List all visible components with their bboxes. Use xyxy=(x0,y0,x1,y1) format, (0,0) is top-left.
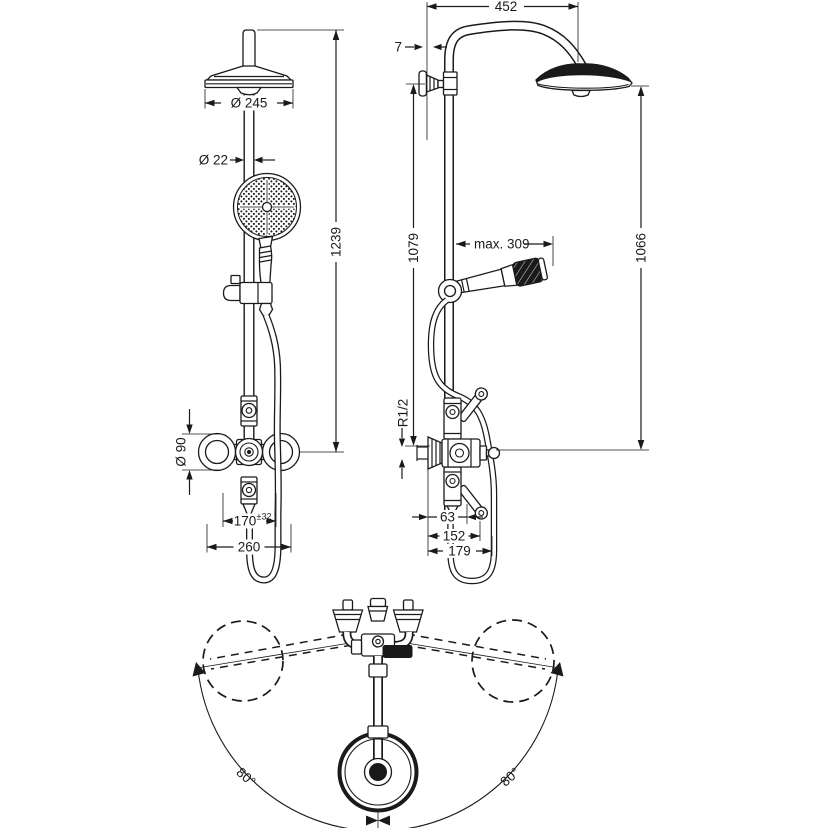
shower-hose-front xyxy=(246,313,282,584)
dim-depth-hose-label: 179 xyxy=(448,544,471,559)
dim-swivel-left-label: 80° xyxy=(233,765,258,790)
dim-connection-thread-label: R1/2 xyxy=(396,399,411,428)
overhead-shower-side xyxy=(535,63,633,98)
dimension-height-to-bracket: 1079 xyxy=(405,83,430,447)
dim-handshower-reach-label: max. 309 xyxy=(474,237,530,252)
dim-head-diameter-label: Ø 245 xyxy=(231,96,268,111)
side-dimensions: 452 7 1079 xyxy=(394,0,649,559)
top-view-swivel: 80° 80° xyxy=(192,597,564,828)
dimension-valve-diameter: Ø 90 xyxy=(174,409,219,495)
dim-depth-outlet-label: 63 xyxy=(440,510,455,525)
swivel-arm-dashed-right xyxy=(403,633,547,670)
dim-height-to-bracket-label: 1079 xyxy=(406,233,421,263)
dimension-pipe-diameter: Ø 22 xyxy=(199,153,275,168)
valve-front xyxy=(197,395,301,521)
dimension-handle-spacing: 170 ±32 xyxy=(222,493,277,529)
dimension-handshower-reach: max. 309 xyxy=(456,236,554,266)
head-position-right-dashed xyxy=(471,619,555,703)
dim-total-height-label: 1239 xyxy=(329,227,344,257)
hand-shower-side xyxy=(437,257,549,304)
front-view: Ø 245 Ø 22 1239 xyxy=(174,29,344,584)
dimension-arm-projection: 452 xyxy=(426,0,579,140)
riser-and-arm-side xyxy=(444,20,587,510)
dim-arm-offset-label: 7 xyxy=(394,40,402,55)
dim-valve-diameter-label: Ø 90 xyxy=(174,437,189,466)
shower-hose-side xyxy=(427,297,498,585)
dimension-depth-outlet: 63 xyxy=(412,463,483,556)
valve-top-view xyxy=(332,597,424,658)
dim-connection-width-label: 260 xyxy=(238,540,261,555)
dim-handle-spacing-label: 170 xyxy=(234,514,257,529)
wall-bracket-upper xyxy=(418,70,458,97)
dimension-head-diameter: Ø 245 xyxy=(204,89,294,111)
dimension-connection-thread: R1/2 xyxy=(396,399,411,479)
overhead-shower-top-view xyxy=(337,656,419,813)
dimension-arm-offset: 7 xyxy=(394,40,447,55)
valve-side xyxy=(416,387,501,520)
dimension-depth-hose: 179 xyxy=(428,536,493,559)
swivel-arm-dashed-left xyxy=(209,633,353,670)
dim-depth-holder-label: 152 xyxy=(443,529,466,544)
head-position-left-dashed xyxy=(202,620,284,702)
front-dimensions: Ø 245 Ø 22 1239 xyxy=(174,29,344,555)
dim-arm-projection-label: 452 xyxy=(495,0,518,14)
dim-swivel-right-label: 80° xyxy=(497,765,522,790)
cross-handle-left-front xyxy=(197,432,237,472)
dim-pipe-diameter-label: Ø 22 xyxy=(199,153,228,168)
swivel-arc xyxy=(192,662,564,828)
hand-shower-front xyxy=(222,172,302,317)
dim-height-to-head-label: 1066 xyxy=(634,233,649,263)
overhead-shower-front xyxy=(204,29,294,96)
dimension-height-to-head: 1066 xyxy=(496,85,649,451)
dim-handle-spacing-tolerance-label: ±32 xyxy=(257,512,272,522)
dimension-connection-width: 260 xyxy=(206,524,292,555)
dimension-depth-holder: 152 xyxy=(428,521,481,544)
side-view: 452 7 1079 xyxy=(394,0,649,585)
dimension-total-height: 1239 xyxy=(257,29,344,453)
